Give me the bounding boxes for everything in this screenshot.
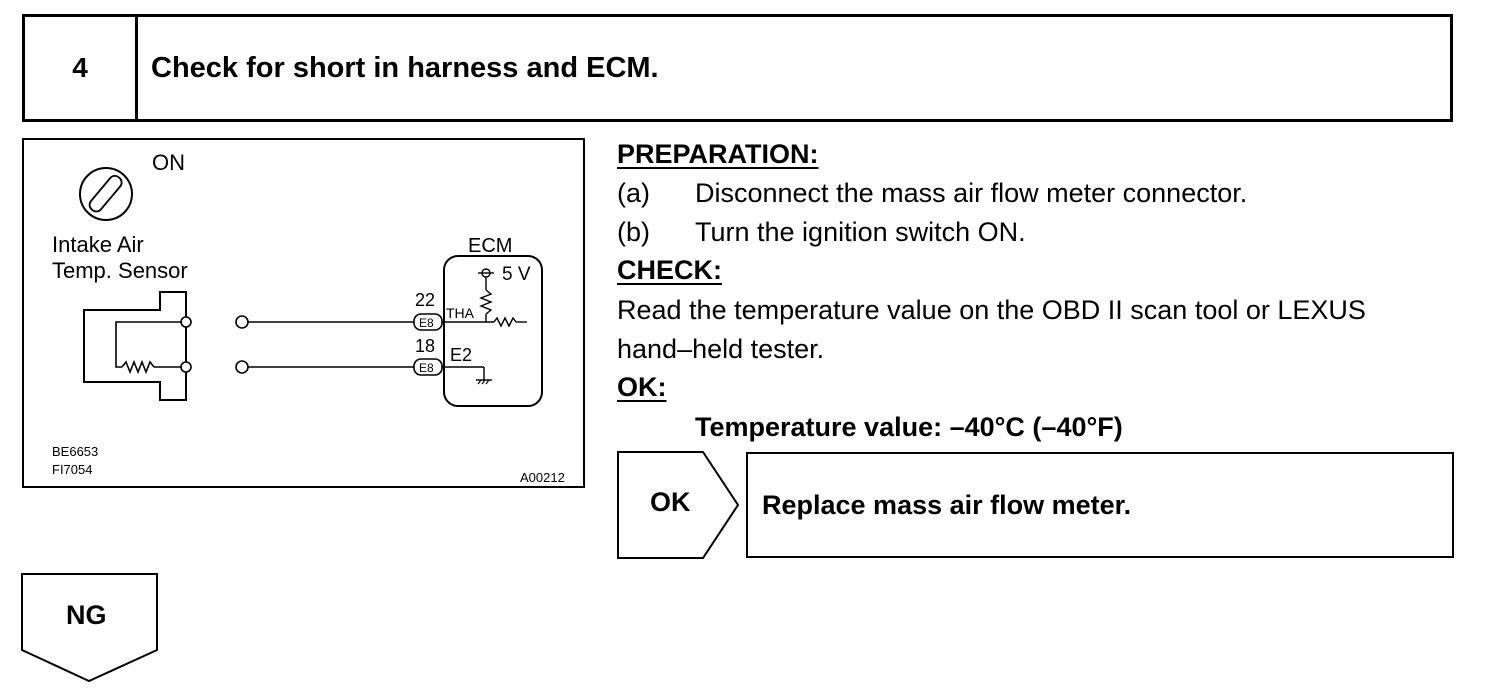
supply-voltage-label: 5 V [502, 264, 531, 285]
ecm-label: ECM [468, 235, 512, 257]
figure-code-3: A00212 [520, 470, 565, 485]
check-line-1: Read the temperature value on the OBD II… [617, 295, 1366, 325]
ignition-key-icon [79, 167, 133, 221]
sensor-label-line-2: Temp. Sensor [52, 258, 188, 283]
ground-hatch-3 [485, 379, 490, 385]
ok-branch-label: OK [650, 487, 691, 517]
sensor-internal-wire [115, 321, 186, 368]
check-heading: CHECK: [617, 255, 722, 285]
pin-18-label: 18 [415, 336, 435, 356]
ok-heading: OK: [617, 372, 667, 402]
ignition-on-label: ON [152, 150, 185, 175]
pin-22-label: 22 [415, 290, 435, 310]
ok-result-box: Replace mass air flow meter. [746, 452, 1454, 558]
prep-item-a-text: Disconnect the mass air flow meter conne… [695, 178, 1248, 208]
check-line-2: hand–held tester. [617, 334, 825, 364]
ground-hatch-1 [477, 379, 482, 385]
thermistor-resistor-icon [121, 359, 155, 375]
prep-item-b-label: (b) [617, 217, 650, 247]
ok-result-text: Replace mass air flow meter. [762, 489, 1132, 520]
ng-branch-label: NG [66, 600, 107, 630]
pullup-resistor-icon [479, 289, 493, 315]
ng-arrow-icon [21, 573, 158, 683]
ecm-box [443, 255, 543, 407]
step-number: 4 [25, 17, 138, 119]
sensor-label-line-1: Intake Air [52, 232, 144, 257]
terminal-e2-label: E2 [450, 345, 472, 365]
ok-spec-value: Temperature value: –40°C (–40°F) [695, 412, 1123, 442]
prep-item-a-label: (a) [617, 178, 650, 208]
sensor-connector-outline [83, 291, 187, 401]
sensor-terminal-1 [180, 316, 192, 328]
step-header: 4 Check for short in harness and ECM. [22, 14, 1453, 122]
connector-e8-upper-label: E8 [419, 316, 434, 330]
input-resistor-icon [493, 316, 517, 328]
figure-code-1: BE6653 [52, 444, 98, 459]
preparation-heading: PREPARATION: [617, 139, 819, 169]
step-title: Check for short in harness and ECM. [151, 51, 659, 84]
figure-code-2: FI7054 [52, 462, 92, 477]
sensor-terminal-2 [180, 361, 192, 373]
prep-item-b-text: Turn the ignition switch ON. [695, 217, 1026, 247]
ignition-key-slot [88, 174, 123, 213]
wiring-diagram: ON Intake Air Temp. Sensor ECM 22 E8 18 … [22, 138, 585, 488]
ground-hatch-2 [481, 379, 486, 385]
connector-e8-lower-label: E8 [419, 361, 434, 375]
terminal-tha-label: THA [446, 305, 475, 321]
wiring-diagram-svg: ON Intake Air Temp. Sensor ECM 22 E8 18 … [52, 150, 565, 485]
ok-arrow-icon [617, 451, 740, 559]
